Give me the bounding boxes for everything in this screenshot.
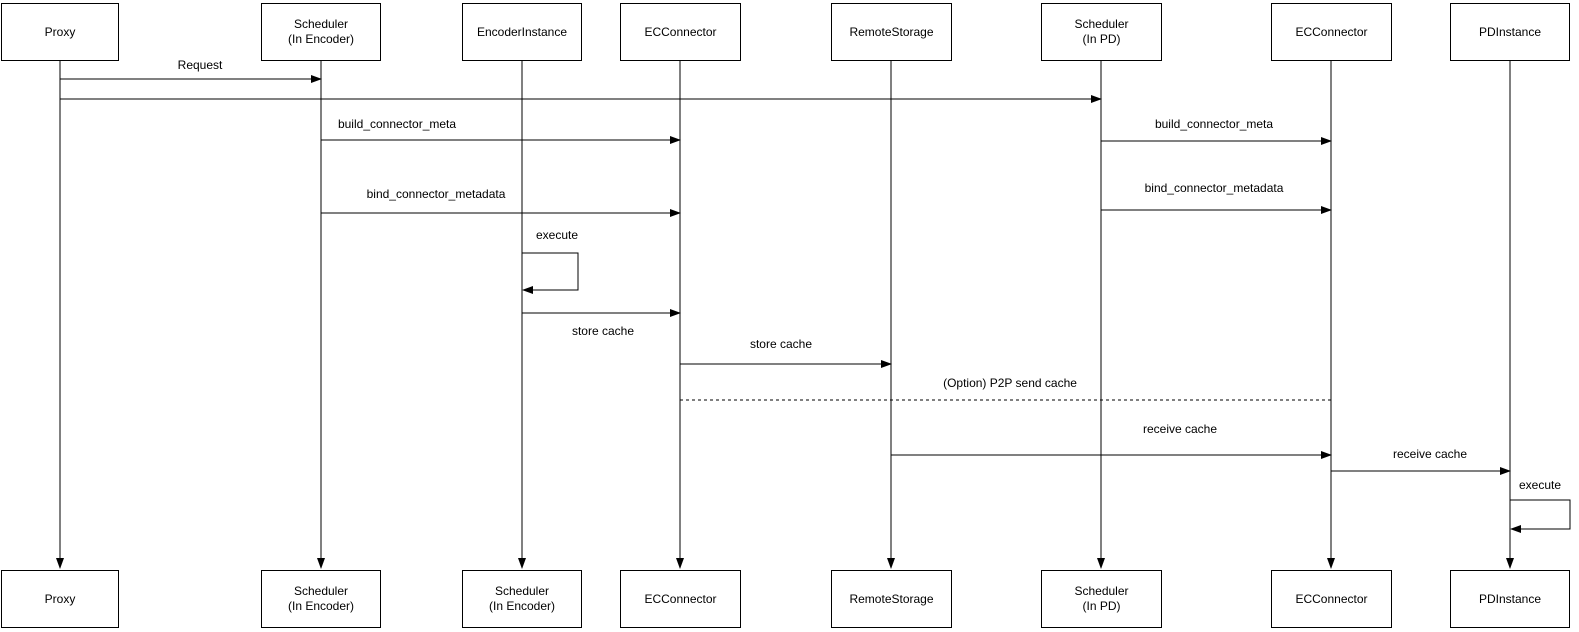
actor-box-bottom-ec-connector-1: ECConnector: [620, 570, 741, 628]
message-label-3-text: build_connector_meta: [1154, 117, 1274, 131]
actor-box-bottom-pd-instance: PDInstance: [1450, 570, 1570, 628]
self-loop-label-1: execute: [1516, 478, 1564, 492]
message-label-10-text: receive cache: [1392, 447, 1468, 461]
message-label-0-text: Request: [177, 58, 223, 72]
message-label-9: receive cache: [1140, 422, 1220, 436]
message-label-9-text: receive cache: [1142, 422, 1218, 436]
message-label-0: Request: [175, 58, 225, 72]
actor-box-bottom-scheduler-encoder: Scheduler (In Encoder): [261, 570, 381, 628]
actor-box-top-pd-instance-text: PDInstance: [1478, 24, 1542, 39]
actor-box-bottom-scheduler-pd: Scheduler (In PD): [1041, 570, 1162, 628]
message-label-5: bind_connector_metadata: [1142, 181, 1286, 195]
actor-box-bottom-ec-connector-1-text: ECConnector: [644, 591, 717, 606]
actor-box-top-ec-connector-1-text: ECConnector: [644, 24, 717, 39]
actor-box-top-ec-connector-1: ECConnector: [620, 3, 741, 61]
message-label-6-text: store cache: [571, 324, 635, 338]
message-label-4-text: bind_connector_metadata: [366, 187, 506, 201]
actor-box-top-ec-connector-2: ECConnector: [1271, 3, 1392, 61]
message-label-2: build_connector_meta: [335, 117, 459, 131]
message-label-10: receive cache: [1390, 447, 1470, 461]
actor-box-top-remote-storage: RemoteStorage: [831, 3, 952, 61]
self-loop-label-1-text: execute: [1518, 478, 1562, 492]
actor-box-top-pd-instance: PDInstance: [1450, 3, 1570, 61]
actor-box-bottom-scheduler-encoder-text: Scheduler (In Encoder): [287, 584, 355, 613]
actor-box-top-scheduler-pd: Scheduler (In PD): [1041, 3, 1162, 61]
actor-box-bottom-proxy: Proxy: [1, 570, 119, 628]
self-loop-label-0: execute: [533, 228, 581, 242]
message-label-7-text: store cache: [749, 337, 813, 351]
actor-box-bottom-pd-instance-text: PDInstance: [1478, 591, 1542, 606]
actor-box-top-encoder-instance: EncoderInstance: [462, 3, 582, 61]
actor-box-bottom-scheduler-pd-text: Scheduler (In PD): [1074, 584, 1129, 613]
message-label-6: store cache: [569, 324, 637, 338]
message-label-8-text: (Option) P2P send cache: [943, 376, 1077, 390]
actor-box-top-proxy-text: Proxy: [44, 24, 76, 39]
actor-box-bottom-remote-storage-text: RemoteStorage: [849, 591, 934, 606]
actor-box-bottom-encoder-instance-text: Scheduler (In Encoder): [488, 584, 556, 613]
self-loop-arrow-0: [522, 252, 579, 294]
message-label-3: build_connector_meta: [1152, 117, 1276, 131]
actor-box-bottom-ec-connector-2: ECConnector: [1271, 570, 1392, 628]
actor-box-top-encoder-instance-text: EncoderInstance: [476, 24, 568, 39]
self-loop-label-0-text: execute: [535, 228, 579, 242]
message-label-5-text: bind_connector_metadata: [1144, 181, 1284, 195]
actor-box-bottom-ec-connector-2-text: ECConnector: [1295, 591, 1368, 606]
actor-box-bottom-remote-storage: RemoteStorage: [831, 570, 952, 628]
actor-box-top-scheduler-encoder: Scheduler (In Encoder): [261, 3, 381, 61]
message-label-8: (Option) P2P send cache: [941, 376, 1079, 390]
actor-box-bottom-proxy-text: Proxy: [44, 591, 76, 606]
actor-box-top-scheduler-encoder-text: Scheduler (In Encoder): [287, 17, 355, 46]
actor-box-top-scheduler-pd-text: Scheduler (In PD): [1074, 17, 1129, 46]
message-label-4: bind_connector_metadata: [364, 187, 508, 201]
message-label-7: store cache: [747, 337, 815, 351]
self-loop-arrow-1: [1510, 499, 1571, 533]
actor-box-top-ec-connector-2-text: ECConnector: [1295, 24, 1368, 39]
actor-box-bottom-encoder-instance: Scheduler (In Encoder): [462, 570, 582, 628]
actor-box-top-proxy: Proxy: [1, 3, 119, 61]
actor-box-top-remote-storage-text: RemoteStorage: [849, 24, 934, 39]
message-label-2-text: build_connector_meta: [337, 117, 457, 131]
